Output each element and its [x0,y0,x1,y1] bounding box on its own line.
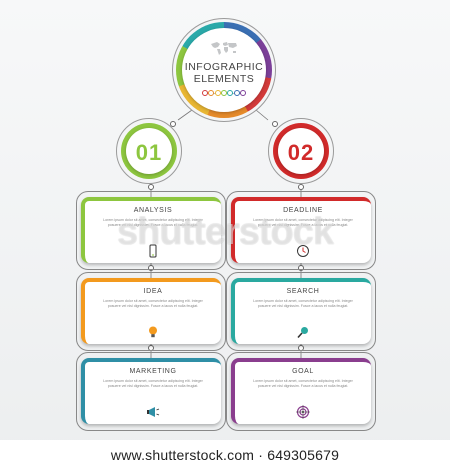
joint-dot [298,265,304,271]
clock-icon [297,245,309,257]
card-description: Lorem ipsum dolor sit amet, consectetur … [253,218,353,227]
card-outline [226,191,376,270]
main-circle-inner: INFOGRAPHIC ELEMENTS [182,28,266,112]
footer-text: www.shutterstock.com · 649305679 [110,447,340,463]
card-deadline: DEADLINE Lorem ipsum dolor sit amet, cons… [231,197,371,263]
card-search: SEARCH Lorem ipsum dolor sit amet, consec… [231,278,371,344]
header-title-line1: INFOGRAPHIC [184,61,264,73]
card-marketing: MARKETING Lorem ipsum dolor sit amet, con… [81,358,221,424]
card-description: Lorem ipsum dolor sit amet, consectetur … [103,379,203,388]
card-title: GOAL [292,368,314,375]
footer-bar: www.shutterstock.com · 649305679 [0,440,450,470]
timeline-dot [220,90,227,96]
timeline-dot [214,90,221,96]
card-description: Lorem ipsum dolor sit amet, consectetur … [103,218,203,227]
card-goal: GOAL Lorem ipsum dolor sit amet, consecte… [231,358,371,424]
card-title: SEARCH [286,288,320,295]
branch-number-01: 01 [135,140,163,165]
card-analysis: ANALYSIS Lorem ipsum dolor sit amet, cons… [81,197,221,263]
timeline-dot [227,90,234,96]
header-title-line2: ELEMENTS [193,73,255,85]
megaphone-icon [147,407,160,417]
timeline-dot [233,90,240,96]
card-title: IDEA [143,288,163,295]
card-outline [76,272,226,351]
joint-dot [272,121,278,127]
card-outline [76,352,226,431]
card-description: Lorem ipsum dolor sit amet, consectetur … [103,299,203,308]
joint-dot [148,265,154,271]
magnifier-icon [297,327,308,339]
target-icon [296,405,310,419]
branch-circle-01: 01 [116,118,182,184]
card-title: DEADLINE [283,207,323,214]
card-title: MARKETING [129,368,177,375]
branch-number-02: 02 [287,140,315,165]
card-idea: IDEA Lorem ipsum dolor sit amet, consecte… [81,278,221,344]
timeline-dot [202,90,208,96]
timeline-dot [239,90,246,96]
timeline-dots [202,90,246,96]
card-outline [226,352,376,431]
card-title: ANALYSIS [133,207,173,214]
card-outline [76,191,226,270]
joint-dot [298,184,304,190]
joint-dot [148,184,154,190]
branch-circle-02: 02 [268,118,334,184]
card-description: Lorem ipsum dolor sit amet, consectetur … [253,379,353,388]
timeline-dot [208,90,215,96]
watermark: shutterstock [116,211,334,253]
joint-dot [170,121,176,127]
smartphone-icon [149,244,157,258]
world-map-icon [211,42,237,55]
main-circle: INFOGRAPHIC ELEMENTS [172,18,276,122]
card-description: Lorem ipsum dolor sit amet, consectetur … [253,299,353,308]
card-outline [226,272,376,351]
light-bulb-icon [149,326,157,338]
